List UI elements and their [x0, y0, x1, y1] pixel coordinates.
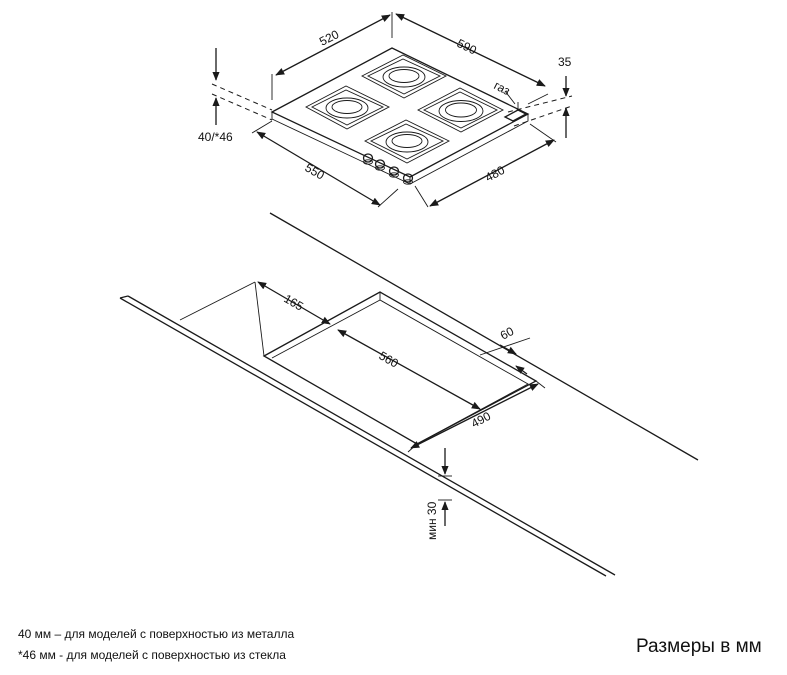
- units-label: Размеры в мм: [636, 636, 762, 657]
- footnote-metal: 40 мм – для моделей с поверхностью из ме…: [18, 627, 295, 641]
- footnote-glass: *46 мм - для моделей с поверхностью из с…: [18, 648, 286, 662]
- dim-depth-590: 590: [455, 36, 479, 58]
- countertop-back-edge: [269, 212, 699, 461]
- countertop-drawing: 165 560 60 490 мин 30: [119, 212, 699, 577]
- dim-back-60: 60: [498, 324, 517, 343]
- gas-label: газ: [492, 78, 513, 98]
- dim-offset-165: 165: [282, 291, 307, 313]
- dim-height-35: 35: [558, 55, 572, 69]
- dim-min-30: мин 30: [425, 501, 439, 540]
- hob-drawing: газ 520 590 35 40/*46 550 480: [198, 12, 573, 208]
- burner-left: [305, 85, 390, 130]
- cutout-outline: [262, 291, 538, 445]
- dim-depth-480: 480: [483, 163, 508, 185]
- dim-cutout-490: 490: [469, 409, 494, 431]
- dim-width-520: 520: [317, 27, 341, 49]
- burner-front: [364, 119, 450, 164]
- burner-right: [417, 87, 504, 133]
- dim-height-40-46: 40/*46: [198, 130, 233, 144]
- dim-cutout-560: 560: [377, 348, 402, 370]
- dim-width-550: 550: [303, 160, 328, 182]
- countertop-front-bottom-edge: [119, 297, 607, 577]
- burner-back: [361, 54, 447, 99]
- gas-connection: [503, 90, 528, 122]
- countertop-front-top-edge: [127, 295, 616, 576]
